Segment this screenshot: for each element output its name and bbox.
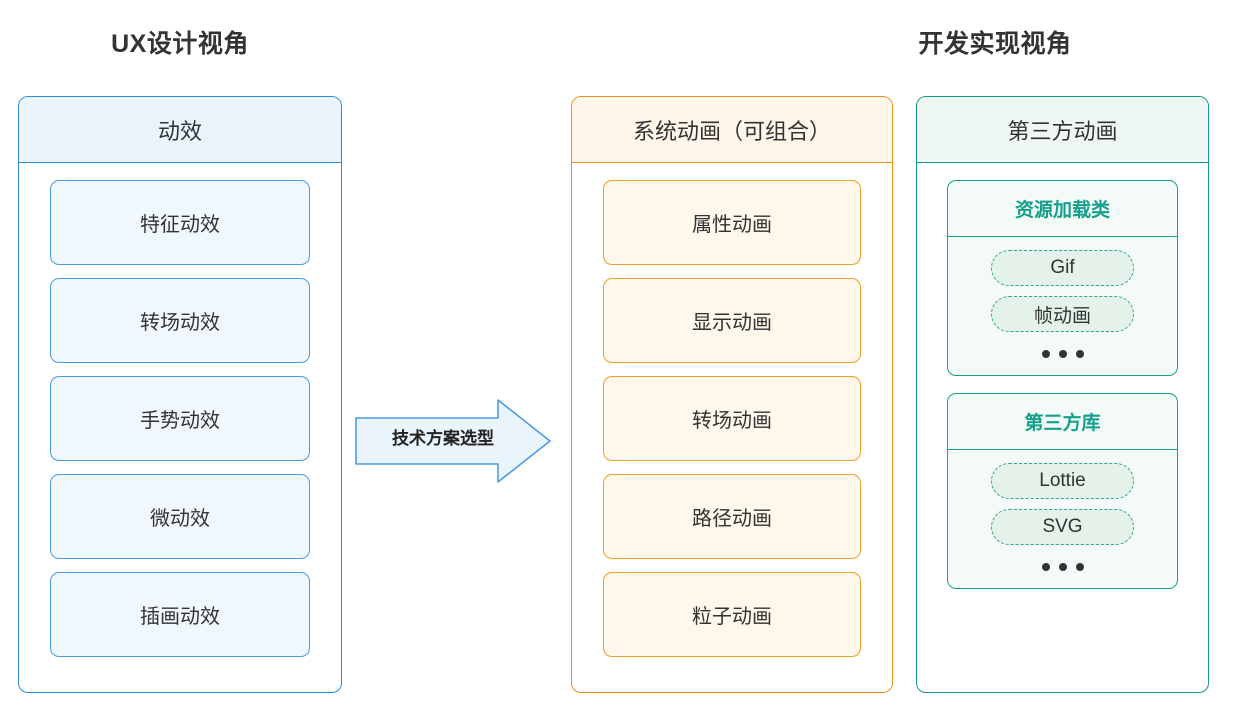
system-card-display[interactable]: 显示动画	[603, 278, 861, 363]
more-dots-resource-loading	[1041, 343, 1084, 365]
ux-card-feature[interactable]: 特征动效	[50, 180, 310, 265]
technology-selection-arrow: 技术方案选型	[354, 398, 554, 484]
ux-column-header: 动效	[19, 97, 341, 163]
ux-card-transition[interactable]: 转场动效	[50, 278, 310, 363]
system-animation-column-body: 属性动画 显示动画 转场动画 路径动画 粒子动画	[572, 163, 892, 677]
ux-card-gesture[interactable]: 手势动效	[50, 376, 310, 461]
third-party-group-resource-loading: 资源加载类 Gif 帧动画	[947, 180, 1178, 376]
arrow-right-icon	[355, 399, 551, 483]
third-party-group-libraries: 第三方库 Lottie SVG	[947, 393, 1178, 589]
system-card-property[interactable]: 属性动画	[603, 180, 861, 265]
system-card-path[interactable]: 路径动画	[603, 474, 861, 559]
third-party-column-header: 第三方动画	[917, 97, 1208, 163]
ux-perspective-title: UX设计视角	[111, 30, 249, 58]
ux-column-body: 特征动效 转场动效 手势动效 微动效 插画动效	[19, 163, 341, 677]
ux-card-micro[interactable]: 微动效	[50, 474, 310, 559]
ux-column-panel: 动效 特征动效 转场动效 手势动效 微动效 插画动效	[18, 96, 342, 693]
group-body-libraries: Lottie SVG	[948, 450, 1177, 588]
pill-frame-animation[interactable]: 帧动画	[991, 296, 1134, 332]
group-body-resource-loading: Gif 帧动画	[948, 237, 1177, 375]
dev-perspective-title: 开发实现视角	[918, 30, 1072, 58]
system-animation-column-header: 系统动画（可组合）	[572, 97, 892, 163]
system-card-particle[interactable]: 粒子动画	[603, 572, 861, 657]
system-animation-column-panel: 系统动画（可组合） 属性动画 显示动画 转场动画 路径动画 粒子动画	[571, 96, 893, 693]
group-title-resource-loading: 资源加载类	[948, 181, 1177, 237]
more-dots-libraries	[1041, 556, 1084, 578]
third-party-column-panel: 第三方动画 资源加载类 Gif 帧动画 第三方库 Lottie SVG	[916, 96, 1209, 693]
pill-lottie[interactable]: Lottie	[991, 463, 1134, 499]
group-title-libraries: 第三方库	[948, 394, 1177, 450]
ux-card-illustration[interactable]: 插画动效	[50, 572, 310, 657]
third-party-column-body: 资源加载类 Gif 帧动画 第三方库 Lottie SVG	[917, 163, 1208, 609]
system-card-transition[interactable]: 转场动画	[603, 376, 861, 461]
pill-svg[interactable]: SVG	[991, 509, 1134, 545]
pill-gif[interactable]: Gif	[991, 250, 1134, 286]
